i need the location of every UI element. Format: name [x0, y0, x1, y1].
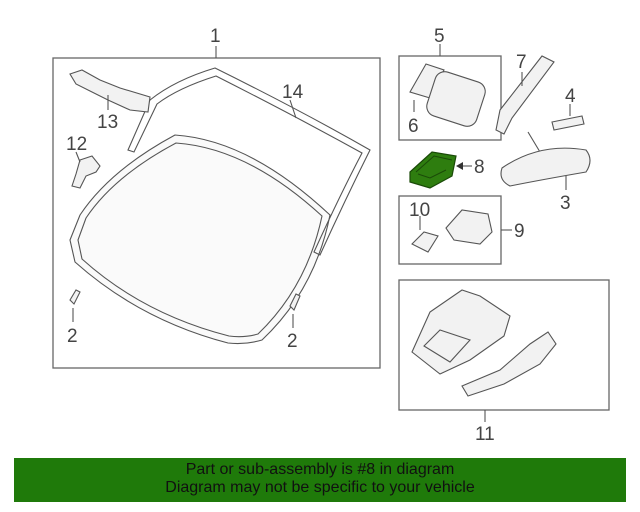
windshield-group: 1 14 13 12 2 2	[52, 26, 381, 369]
overhead-console[interactable]	[411, 289, 511, 375]
mirror-cover[interactable]	[551, 115, 585, 131]
pillar-trim[interactable]	[495, 55, 555, 135]
sensor-pad[interactable]	[409, 63, 445, 99]
spacer-right[interactable]	[289, 293, 301, 311]
bracket-clip[interactable]	[71, 155, 101, 189]
callout-11: 11	[475, 424, 495, 445]
callout-3: 3	[560, 193, 571, 214]
callout-13: 13	[97, 112, 118, 133]
callout-1: 1	[210, 26, 221, 47]
callout-2-right: 2	[287, 331, 298, 352]
callout-14: 14	[282, 82, 304, 103]
sensor-group-box	[398, 55, 502, 141]
callout-4: 4	[565, 86, 576, 107]
callout-6: 6	[408, 116, 419, 137]
small-clip[interactable]	[411, 231, 439, 253]
windshield-molding[interactable]	[127, 67, 371, 256]
banner-line-1: Part or sub-assembly is #8 in diagram	[185, 461, 455, 478]
callout-7: 7	[516, 52, 527, 73]
callout-2-left: 2	[67, 326, 78, 347]
parts-diagram: 1 14 13 12 2 2 5 6 7	[52, 26, 610, 445]
console-trim[interactable]	[461, 331, 557, 397]
sensor-group: 5 6	[398, 26, 502, 141]
banner-line-2: Diagram may not be specific to your vehi…	[165, 479, 475, 496]
bracket-group: 9 10	[398, 195, 525, 265]
callout-8: 8	[474, 157, 485, 178]
console-group: 11	[398, 279, 610, 445]
spacer-left[interactable]	[69, 289, 81, 305]
callout-9: 9	[514, 221, 525, 242]
rain-sensor[interactable]	[424, 69, 488, 129]
info-banner: Part or sub-assembly is #8 in diagram Di…	[14, 458, 626, 502]
cowl-bracket[interactable]	[69, 69, 151, 113]
mount-bracket[interactable]	[445, 209, 493, 245]
console-group-box	[398, 279, 610, 411]
callout-10: 10	[409, 200, 430, 221]
highlighted-part-8[interactable]	[409, 151, 457, 189]
rearview-mirror[interactable]	[500, 131, 591, 187]
callout-12: 12	[66, 134, 87, 155]
callout-5: 5	[434, 26, 445, 47]
windshield-glass[interactable]	[69, 134, 331, 345]
